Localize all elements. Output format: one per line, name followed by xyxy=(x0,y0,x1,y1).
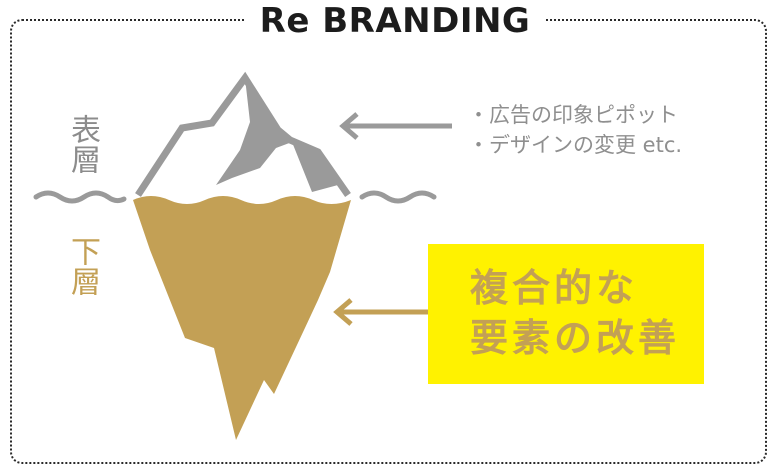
surface-note-1: ・広告の印象ピポット xyxy=(468,103,678,127)
deep-improvement-text: 複合的な 要素の改善 xyxy=(470,263,680,363)
diagram-title: Re BRANDING xyxy=(245,0,545,42)
deep-layer-label: 下層 xyxy=(65,236,100,296)
surface-arrow xyxy=(339,112,452,140)
deep-line-1: 複合的な xyxy=(470,266,639,310)
deep-arrow xyxy=(333,298,432,326)
iceberg-tip-face xyxy=(216,78,338,192)
deep-line-2: 要素の改善 xyxy=(470,316,681,360)
left-wave xyxy=(33,190,127,204)
right-wave xyxy=(359,190,437,204)
deep-highlight-box xyxy=(428,244,704,384)
surface-note-2: ・デザインの変更 etc. xyxy=(468,133,683,157)
surface-layer-label: 表層 xyxy=(65,114,100,174)
iceberg-submerged xyxy=(133,196,351,440)
surface-notes: ・広告の印象ピポット ・デザインの変更 etc. xyxy=(468,100,768,160)
